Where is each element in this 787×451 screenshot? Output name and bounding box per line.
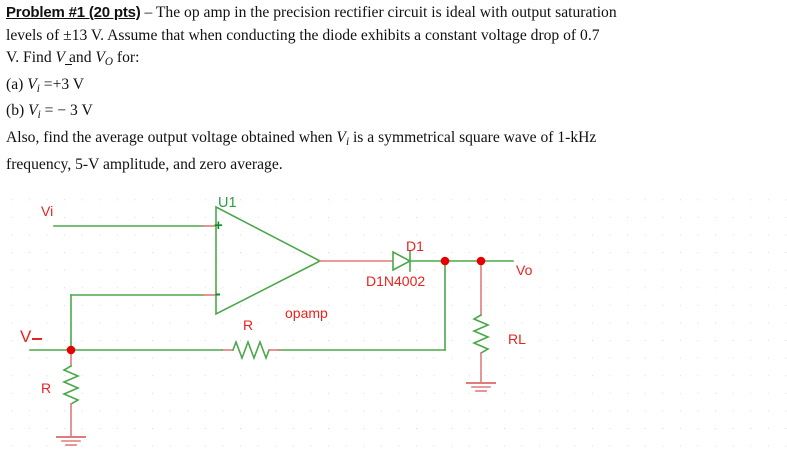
problem-line-5: frequency, 5-V amplitude, and zero avera… — [6, 154, 784, 177]
junction-dot-vminus — [66, 345, 76, 355]
resistor-feedback — [231, 339, 271, 361]
opamp-triangle — [215, 205, 322, 316]
line-4-var: V — [336, 128, 346, 146]
ground-symbol-input — [56, 436, 86, 446]
junction-dot-output — [476, 256, 486, 266]
problem-line-3: V. Find V and VO for: — [6, 47, 784, 74]
line-4-subscript: i — [345, 136, 350, 149]
label-d1: D1 — [406, 238, 424, 254]
item-a-value: =+3 V — [39, 75, 85, 93]
problem-dash: – — [140, 4, 156, 21]
problem-line-5-text: frequency, 5-V amplitude, and zero avera… — [6, 155, 283, 173]
problem-line-2: levels of ±13 V. Assume that when conduc… — [6, 25, 784, 48]
problem-line-4-suffix: is a symmetrical square wave of 1-kHz — [349, 128, 597, 146]
problem-heading: Problem #1 (20 pts) — [6, 4, 141, 21]
opamp-plus-input-sign: + — [214, 217, 223, 234]
diode-triangle — [392, 250, 412, 272]
problem-line-1-text: The op amp in the precision rectifier ci… — [155, 4, 617, 21]
label-vi: Vi — [41, 203, 54, 219]
problem-line-1: Problem #1 (20 pts) – The op amp in the … — [6, 2, 784, 25]
item-a-subscript: i — [36, 82, 40, 95]
problem-line-4: Also, find the average output voltage ob… — [6, 127, 784, 154]
item-b-prefix: (b) — [6, 102, 29, 120]
item-a-var: V — [27, 75, 37, 93]
problem-line-3-mid: and — [65, 49, 96, 66]
label-v-minus: V — [20, 327, 43, 346]
problem-line-3-suffix: for: — [113, 49, 140, 66]
problem-statement: Problem #1 (20 pts) – The op amp in the … — [6, 2, 784, 176]
problem-item-b: (b) Vi = − 3 V — [6, 100, 784, 127]
v-minus-symbol: V — [55, 49, 66, 66]
item-b-var: V — [28, 102, 38, 120]
item-b-value: = − 3 V — [40, 102, 93, 120]
v-out-subscript: O — [104, 56, 114, 69]
label-v-minus-text: V — [20, 327, 32, 346]
label-resistor-feedback: R — [243, 317, 254, 333]
label-resistor-load: RL — [508, 331, 526, 347]
label-diode-part-number: D1N4002 — [366, 273, 426, 289]
ground-symbol-load — [466, 382, 496, 392]
label-vo: Vo — [516, 262, 533, 278]
problem-item-a: (a) Vi =+3 V — [6, 74, 784, 101]
resistor-load — [471, 313, 491, 355]
problem-line-2-text: levels of ±13 V. Assume that when conduc… — [6, 26, 600, 44]
label-resistor-input: R — [41, 380, 52, 396]
underscore-bar — [32, 338, 43, 340]
circuit-schematic: U1 Vi D1 D1N4002 Vo opamp R RL R V + - — [0, 190, 787, 451]
problem-line-4-prefix: Also, find the average output voltage ob… — [6, 128, 337, 146]
item-b-subscript: i — [37, 109, 41, 122]
opamp-minus-input-sign: - — [215, 284, 221, 303]
junction-dot-feedback — [440, 256, 450, 266]
item-a-prefix: (a) — [6, 75, 28, 93]
schematic-svg — [29, 205, 514, 446]
label-opamp: opamp — [285, 305, 328, 321]
resistor-input — [61, 364, 81, 406]
v-out-symbol: V — [95, 49, 105, 66]
problem-line-3-prefix: V. Find — [6, 49, 56, 66]
label-u1: U1 — [218, 195, 237, 211]
